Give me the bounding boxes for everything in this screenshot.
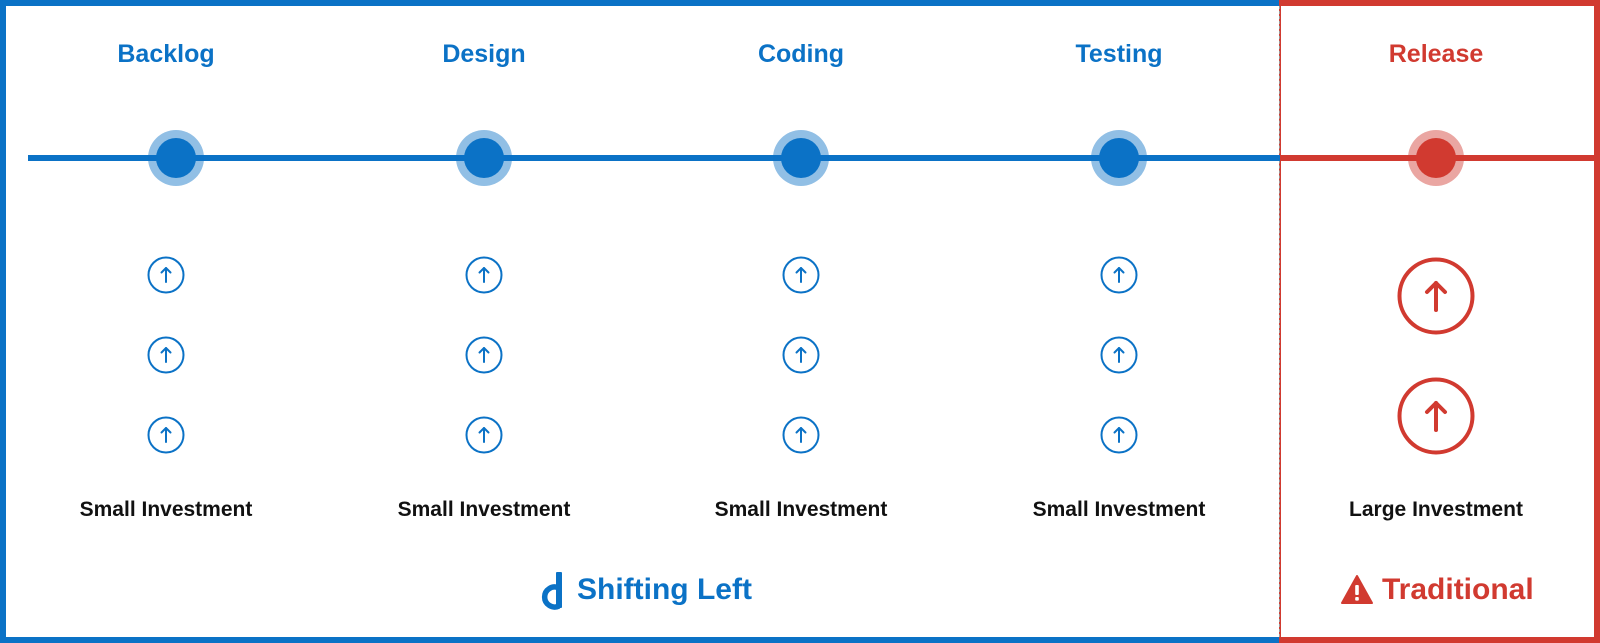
traditional-label: Traditional (1382, 573, 1534, 606)
warning-triangle-icon (1341, 575, 1373, 604)
stage-title-backlog: Backlog (117, 40, 215, 68)
investment-label-design: Small Investment (397, 498, 571, 521)
arrow-up-circle-icon (465, 256, 503, 294)
stage-title-coding: Coding (757, 40, 845, 68)
stage-dot-coding (773, 130, 829, 186)
section-divider (1279, 6, 1280, 637)
investment-label-backlog: Small Investment (79, 498, 253, 521)
arrow-up-circle-icon (147, 256, 185, 294)
stage-title-testing: Testing (1075, 40, 1163, 68)
brand-logo-icon (541, 572, 562, 610)
arrow-up-circle-icon (1396, 376, 1476, 456)
stage-dot-release (1408, 130, 1464, 186)
arrow-up-circle-icon (782, 416, 820, 454)
arrow-up-circle-icon (1100, 336, 1138, 374)
arrow-up-circle-icon (1100, 416, 1138, 454)
shifting-left-caption: Shifting Left (537, 570, 752, 610)
arrow-up-circle-icon (147, 416, 185, 454)
arrow-up-circle-icon (782, 336, 820, 374)
arrow-up-circle-icon (1396, 256, 1476, 336)
stage-dot-testing (1091, 130, 1147, 186)
arrow-up-circle-icon (1100, 256, 1138, 294)
investment-label-coding: Small Investment (714, 498, 888, 521)
investment-label-release: Large Investment (1349, 498, 1523, 521)
arrow-up-circle-icon (782, 256, 820, 294)
arrow-up-circle-icon (147, 336, 185, 374)
arrow-up-circle-icon (465, 416, 503, 454)
traditional-frame (1279, 0, 1600, 643)
stage-dot-backlog (148, 130, 204, 186)
stage-title-release: Release (1388, 40, 1484, 68)
arrow-up-circle-icon (465, 336, 503, 374)
timeline-line-left (28, 155, 1280, 161)
investment-label-testing: Small Investment (1032, 498, 1206, 521)
shifting-left-frame (0, 0, 1280, 643)
shifting-left-label: Shifting Left (577, 573, 752, 606)
traditional-caption: Traditional (1340, 570, 1534, 610)
stage-title-design: Design (442, 40, 526, 68)
stage-dot-design (456, 130, 512, 186)
